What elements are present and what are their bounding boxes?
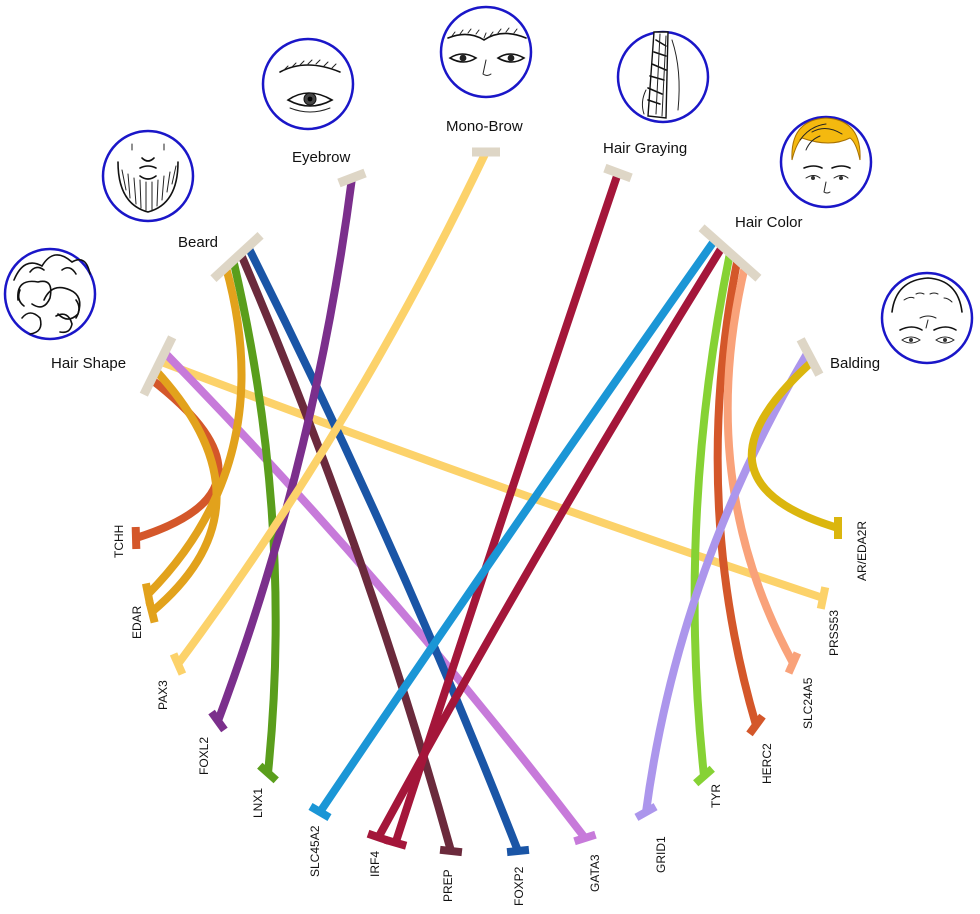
trait-label-mono-brow: Mono-Brow — [446, 118, 523, 135]
curly-hair-icon — [3, 247, 97, 341]
gene-cap-tyr — [693, 765, 715, 787]
blond-hair-icon — [779, 115, 873, 209]
trait-cap-hair-graying — [603, 163, 633, 183]
links-layer — [134, 150, 840, 853]
link-beard-edar — [145, 266, 246, 598]
gene-cap-slc24a5 — [784, 651, 802, 675]
trait-label-balding: Balding — [830, 355, 880, 372]
gene-label-tyr: TYR — [709, 784, 723, 808]
gene-cap-pax3 — [169, 652, 187, 676]
link-hair-color-tyr — [690, 252, 734, 777]
gene-label-ar-eda2r: AR/EDA2R — [855, 521, 869, 581]
gene-label-prep: PREP — [441, 869, 455, 902]
link-hair-shape-gata3 — [161, 349, 589, 841]
trait-cap-eyebrow — [337, 168, 367, 188]
gene-cap-slc45a2 — [308, 802, 332, 822]
link-beard-foxp2 — [244, 245, 522, 853]
gene-cap-prss53 — [816, 586, 830, 610]
gene-label-grid1: GRID1 — [654, 836, 668, 873]
gene-label-foxp2: FOXP2 — [512, 866, 526, 906]
link-balding-ar-eda2r — [747, 358, 840, 532]
gene-cap-foxl2 — [208, 709, 228, 733]
link-beard-prep — [237, 252, 455, 853]
trait-cap-balding — [796, 337, 824, 377]
trait-label-eyebrow: Eyebrow — [292, 149, 351, 166]
gene-cap-foxp2 — [506, 845, 530, 857]
caps-layer — [131, 147, 842, 857]
mono-brow-icon — [439, 5, 533, 99]
gene-cap-edar — [141, 582, 155, 606]
gene-label-slc45a2: SLC45A2 — [308, 825, 322, 877]
link-eyebrow-foxl2 — [214, 177, 356, 723]
trait-label-beard: Beard — [178, 234, 218, 251]
link-balding-grid1 — [642, 350, 812, 813]
trait-label-hair-graying: Hair Graying — [603, 140, 687, 157]
gene-cap-lnx1 — [257, 762, 279, 784]
trait-label-hair-shape: Hair Shape — [51, 355, 126, 372]
trait-cap-hair-shape — [139, 335, 177, 397]
beard-icon — [101, 129, 195, 223]
link-hair-color-herc2 — [713, 258, 760, 727]
gene-label-pax3: PAX3 — [156, 680, 170, 710]
gene-label-herc2: HERC2 — [760, 743, 774, 784]
gene-label-gata3: GATA3 — [588, 854, 602, 892]
gene-label-lnx1: LNX1 — [251, 788, 265, 818]
graying-hair-icon — [616, 30, 710, 124]
trait-label-hair-color: Hair Color — [735, 214, 803, 231]
balding-icon — [880, 271, 974, 365]
link-mono-brow-pax3 — [174, 150, 490, 667]
gene-label-prss53: PRSS53 — [827, 610, 841, 656]
trait-cap-hair-color — [698, 224, 762, 282]
gene-cap-herc2 — [746, 713, 766, 737]
gene-cap-grid1 — [634, 803, 658, 821]
link-hair-color-slc45a2 — [316, 237, 719, 815]
link-hair-color-irf4 — [374, 244, 726, 840]
eyebrow-icon — [261, 37, 355, 131]
gene-cap-prep — [439, 845, 463, 857]
trait-cap-beard — [210, 232, 264, 282]
gene-cap-gata3 — [573, 830, 597, 846]
gene-label-irf4: IRF4 — [368, 851, 382, 877]
gene-cap-tchh — [131, 526, 141, 550]
gene-label-edar: EDAR — [130, 605, 144, 639]
gene-cap-irf4 — [366, 829, 391, 845]
link-beard-lnx1 — [229, 259, 280, 774]
gene-label-foxl2: FOXL2 — [197, 737, 211, 775]
gene-label-slc24a5: SLC24A5 — [801, 677, 815, 729]
link-hair-color-slc24a5 — [723, 265, 797, 665]
link-hair-shape-prss53 — [158, 357, 825, 602]
gene-label-tchh: TCHH — [112, 525, 126, 558]
